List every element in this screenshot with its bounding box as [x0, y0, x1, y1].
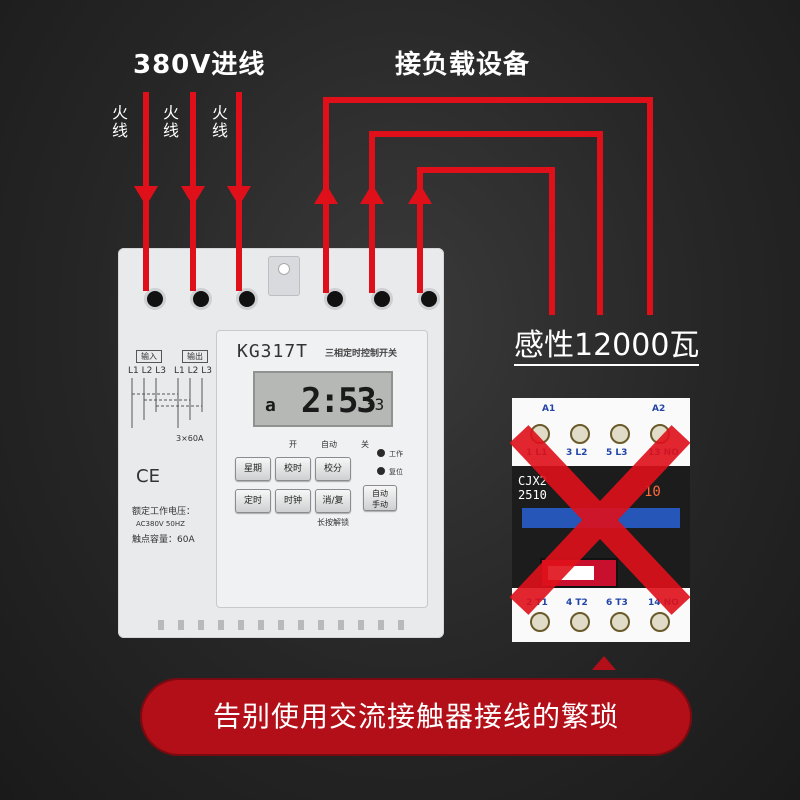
output-terminal-l3 — [418, 288, 440, 310]
lcd-seconds: 33 — [365, 395, 385, 414]
output-terminal-l1 — [324, 288, 346, 310]
live-wire-label-1: 火 线 — [111, 103, 128, 140]
clock-button[interactable]: 时钟 — [275, 489, 311, 513]
lcd-time: 2:53 — [301, 381, 377, 421]
auto-manual-button[interactable]: 自动 手动 — [363, 485, 397, 511]
set-minute-button[interactable]: 校分 — [315, 457, 351, 481]
reset-led — [377, 467, 385, 475]
rated-voltage-label: 额定工作电压： — [132, 507, 196, 517]
mode-off-label: 关 — [361, 440, 369, 449]
arrow-down-3 — [227, 186, 251, 206]
contactor-label-t2: 4 T2 — [566, 598, 588, 608]
timer-button[interactable]: 定时 — [235, 489, 271, 513]
vent-slots — [158, 620, 408, 630]
wiring-diagram — [131, 378, 203, 428]
contactor-model-line1: CJX2 — [518, 474, 547, 488]
contactor-label-a1: A1 — [542, 404, 556, 414]
banner-pointer — [592, 656, 616, 670]
output-terminals-label: L1 L2 L3 — [174, 366, 212, 376]
mode-auto-label: 自动 — [321, 440, 337, 449]
contactor-screw-bottom-1 — [530, 612, 550, 632]
input-terminal-l2 — [190, 288, 212, 310]
timer-switch-device: 输入 输出 L1 L2 L3 L1 L2 L3 3×60A CE 额定工作电压：… — [118, 248, 444, 638]
cancel-restore-button[interactable]: 消/复 — [315, 489, 351, 513]
contactor-screw-bottom-3 — [610, 612, 630, 632]
slogan-banner: 告别使用交流接触器接线的繁琐 — [140, 678, 692, 756]
output-box-label: 输出 — [182, 350, 208, 363]
input-box-label: 输入 — [136, 350, 162, 363]
week-button[interactable]: 星期 — [235, 457, 271, 481]
work-led-label: 工作 — [389, 450, 403, 458]
ce-mark: CE — [136, 466, 160, 487]
arrow-up-3 — [408, 184, 432, 204]
slogan-text: 告别使用交流接触器接线的繁琐 — [212, 700, 619, 733]
control-panel: KG317T 三相定时控制开关 a 2:53 33 开 自动 关 工作 复位 星… — [216, 330, 428, 608]
lcd-day-indicator: a — [265, 395, 276, 416]
input-terminal-l3 — [236, 288, 258, 310]
arrow-up-2 — [360, 184, 384, 204]
arrow-up-1 — [314, 184, 338, 204]
output-wire-2 — [369, 131, 603, 315]
long-press-unlock-label: 长按解锁 — [317, 518, 349, 527]
input-terminal-l1 — [144, 288, 166, 310]
rating-small-label: 3×60A — [176, 434, 204, 443]
contactor-rating: 10 — [644, 484, 661, 500]
terminal-row — [128, 280, 440, 320]
work-led — [377, 449, 385, 457]
contactor-model-line2: 2510 — [518, 488, 547, 502]
contactor-screw-top-2 — [570, 424, 590, 444]
cross-out-icon — [509, 425, 691, 615]
contact-capacity-label: 触点容量：60A — [132, 535, 195, 545]
reset-led-label: 复位 — [389, 468, 403, 476]
model-number: KG317T — [237, 341, 309, 362]
load-equipment-label: 接负载设备 — [395, 50, 531, 80]
contactor-label-l2: 3 L2 — [566, 448, 588, 458]
arrow-down-1 — [134, 186, 158, 206]
rated-voltage-value: AC380V 50HZ — [136, 520, 185, 528]
arrow-down-2 — [181, 186, 205, 206]
output-wire-3 — [417, 167, 555, 315]
set-hour-button[interactable]: 校时 — [275, 457, 311, 481]
contactor-label-a2: A2 — [652, 404, 666, 414]
input-line-label: 380V进线 — [133, 50, 266, 80]
mounting-tab — [268, 256, 300, 296]
live-wire-label-2: 火 线 — [162, 103, 179, 140]
live-wire-label-3: 火 线 — [211, 103, 228, 140]
lcd-display: a 2:53 33 — [253, 371, 393, 427]
mode-on-label: 开 — [289, 440, 297, 449]
contactor-label-t3: 6 T3 — [606, 598, 628, 608]
contactor-label-l3: 5 L3 — [606, 448, 628, 458]
output-terminal-l2 — [371, 288, 393, 310]
inductive-load-label: 感性12000瓦 — [514, 330, 700, 366]
model-subtitle: 三相定时控制开关 — [325, 349, 398, 359]
contactor-screw-bottom-4 — [650, 612, 670, 632]
contactor-screw-bottom-2 — [570, 612, 590, 632]
input-terminals-label: L1 L2 L3 — [128, 366, 166, 376]
contactor-screw-top-3 — [610, 424, 630, 444]
